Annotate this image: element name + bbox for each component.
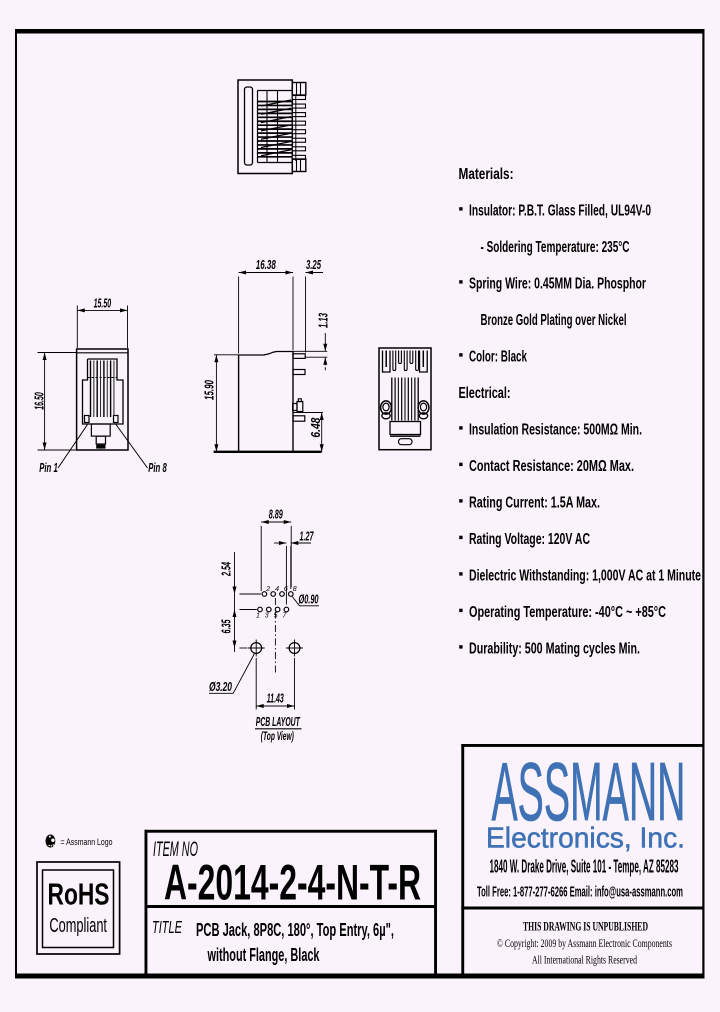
svg-text:Rating Current: 1.5A Max.: Rating Current: 1.5A Max. [469,495,600,512]
svg-text:6.35: 6.35 [219,619,234,633]
svg-text:Operating Temperature: -40°C ~: Operating Temperature: -40°C ~ +85°C [469,604,666,621]
svg-text:1.13: 1.13 [316,313,331,328]
svg-text:1: 1 [256,613,260,620]
svg-text:© Copyright: 2009 by Assmann E: © Copyright: 2009 by Assmann Electronic … [497,938,672,950]
svg-text:Bronze Gold Plating over Nicke: Bronze Gold Plating over Nickel [481,312,627,329]
svg-text:Electronics, Inc.: Electronics, Inc. [486,823,685,855]
svg-text:3.25: 3.25 [306,257,321,272]
svg-text:THIS DRAWING IS UNPUBLISHED: THIS DRAWING IS UNPUBLISHED [523,919,648,934]
svg-text:Rating Voltage: 120V AC: Rating Voltage: 120V AC [469,531,590,548]
svg-text:6: 6 [284,586,288,593]
svg-text:All International Rights Reser: All International Rights Reserved [532,955,637,967]
svg-text:ASSMANN: ASSMANN [492,745,686,838]
svg-text:RoHS: RoHS [48,877,110,912]
svg-text:PCB Jack, 8P8C, 180°, Top Entr: PCB Jack, 8P8C, 180°, Top Entry, 6µ", [196,920,394,940]
svg-text:- Soldering Temperature: 235°C: - Soldering Temperature: 235°C [481,239,630,256]
svg-text:1.27: 1.27 [300,529,314,544]
svg-text:16.38: 16.38 [256,257,276,272]
svg-text:Color: Black: Color: Black [469,349,527,366]
svg-text:16.50: 16.50 [32,392,47,410]
svg-text:PCB LAYOUT: PCB LAYOUT [256,715,301,729]
svg-text:Electrical:: Electrical: [459,385,511,402]
svg-text:A-2014-2-4-N-T-R: A-2014-2-4-N-T-R [164,855,421,911]
svg-text:Pin 8: Pin 8 [148,460,167,475]
svg-text:ITEM NO: ITEM NO [153,838,198,861]
svg-text:15.50: 15.50 [94,296,112,311]
svg-text:15.90: 15.90 [202,380,217,400]
svg-text:TITLE: TITLE [152,917,182,937]
svg-text:without Flange, Black: without Flange, Black [207,945,320,965]
svg-text:Materials:: Materials: [459,166,514,183]
svg-text:11.43: 11.43 [267,691,284,706]
svg-text:Insulation Resistance: 500MΩ M: Insulation Resistance: 500MΩ Min. [469,422,642,439]
svg-text:8.89: 8.89 [269,507,283,522]
svg-text:Ø3.20: Ø3.20 [209,679,232,694]
svg-text:Contact Resistance: 20MΩ Max.: Contact Resistance: 20MΩ Max. [469,458,634,475]
svg-text:Insulator: P.B.T. Glass Filled: Insulator: P.B.T. Glass Filled, UL94V-0 [469,203,651,220]
svg-text:Ø0.90: Ø0.90 [299,592,319,607]
svg-text:Spring Wire: 0.45MM Dia. Phosp: Spring Wire: 0.45MM Dia. Phosphor [469,276,646,293]
svg-text:2: 2 [265,586,270,593]
svg-text:4: 4 [275,586,279,593]
svg-text:Dielectric Withstanding: 1,000: Dielectric Withstanding: 1,000V AC at 1 … [469,568,701,585]
svg-text:3: 3 [265,613,269,620]
svg-text:Durability: 500 Mating cycles: Durability: 500 Mating cycles Min. [469,641,640,658]
svg-text:Pin 1: Pin 1 [39,460,58,475]
svg-text:(Top View): (Top View) [261,731,294,743]
svg-text:1840 W. Drake Drive, Suite 101: 1840 W. Drake Drive, Suite 101 - Tempe, … [490,857,679,877]
svg-text:Compliant: Compliant [49,915,107,937]
svg-text:7: 7 [282,613,287,620]
svg-text:2.54: 2.54 [219,562,234,577]
svg-text:8: 8 [293,586,297,593]
svg-text:= Assmann Logo: = Assmann Logo [61,837,113,848]
svg-text:6.48: 6.48 [308,417,323,438]
svg-text:Toll Free: 1-877-277-6266 Em: Toll Free: 1-877-277-6266 Email: info@us… [477,885,683,901]
